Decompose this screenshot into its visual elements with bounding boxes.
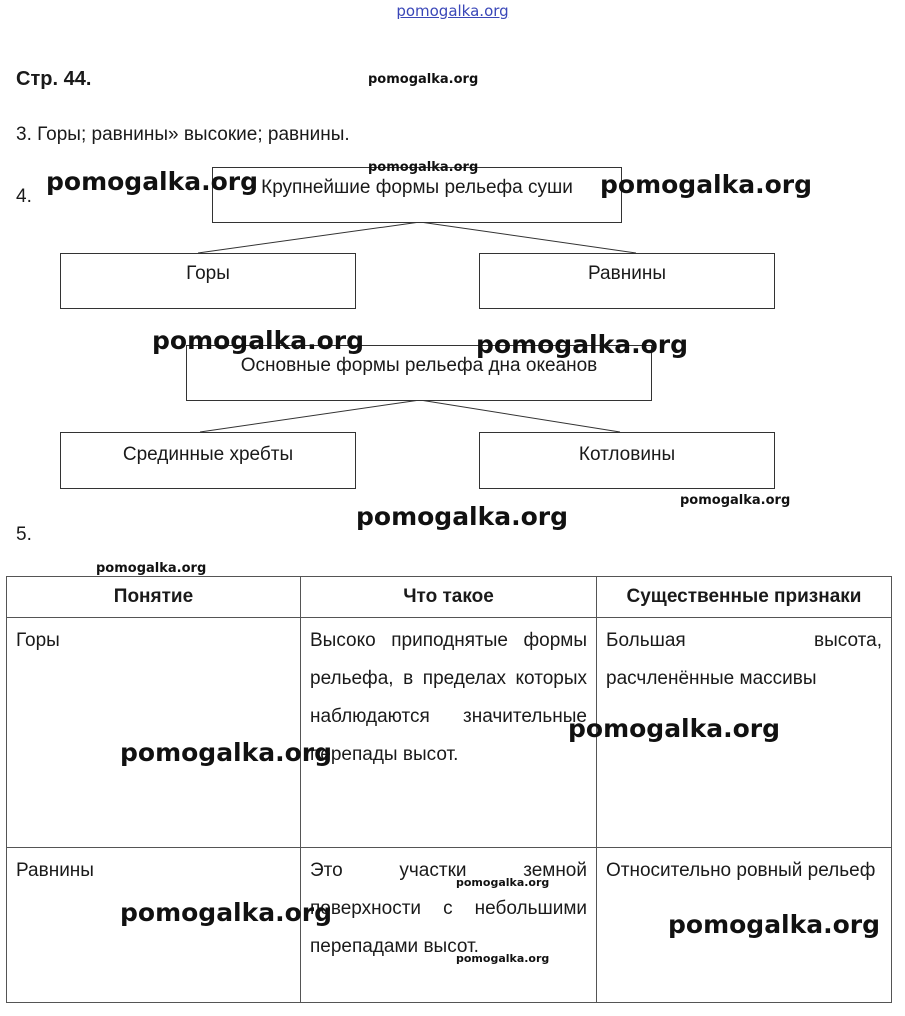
- diagram1-right-box: Равнины: [479, 253, 775, 309]
- table-cell-definition: Высоко приподнятые формы рельефа, в пред…: [300, 617, 597, 848]
- connector-line: [419, 399, 621, 433]
- page-label: Стр. 44.: [16, 68, 92, 90]
- diagram1-left-box: Горы: [60, 253, 356, 309]
- diagram2-left-box: Срединные хребты: [60, 432, 356, 489]
- watermark-text: pomogalka.org: [456, 952, 550, 965]
- table-header-features: Существенные признаки: [596, 576, 892, 618]
- table-header-concept: Понятие: [6, 576, 301, 618]
- watermark-text: pomogalka.org: [368, 72, 479, 87]
- table-cell-definition: Это участки земной поверхности с небольш…: [300, 847, 597, 1003]
- watermark-text: pomogalka.org: [476, 330, 689, 359]
- watermark-text: pomogalka.org: [456, 876, 550, 889]
- diagram2-right-box: Котловины: [479, 432, 775, 489]
- watermark-text: pomogalka.org: [600, 170, 813, 199]
- table-row: Горы Высоко приподнятые формы рельефа, в…: [6, 617, 892, 848]
- watermark-text: pomogalka.org: [46, 167, 259, 196]
- task4-number: 4.: [16, 186, 32, 207]
- watermark-text: pomogalka.org: [96, 561, 207, 576]
- table-header-row: Понятие Что такое Существенные признаки: [6, 576, 892, 618]
- task3-text: Горы; равнины» высокие; равнины.: [37, 124, 350, 145]
- task5-number: 5.: [16, 524, 32, 545]
- watermark-text: pomogalka.org: [368, 160, 479, 175]
- concepts-table: Понятие Что такое Существенные признаки …: [6, 576, 892, 1003]
- task3-number: 3.: [16, 124, 32, 145]
- watermark-text: pomogalka.org: [668, 910, 881, 939]
- watermark-text: pomogalka.org: [356, 502, 569, 531]
- watermark-text: pomogalka.org: [568, 714, 781, 743]
- table-cell-features: Относительно ровный рельеф: [596, 847, 892, 1003]
- watermark-text: pomogalka.org: [680, 493, 791, 508]
- watermark-text: pomogalka.org: [120, 738, 333, 767]
- connector-line: [419, 221, 637, 254]
- table-row: Равнины Это участки земной поверхности с…: [6, 847, 892, 1003]
- table-cell-concept: Равнины: [6, 847, 301, 1003]
- diagram1-root-box: Крупнейшие формы рельефа суши: [212, 167, 622, 223]
- connector-line: [197, 221, 421, 254]
- table-cell-concept: Горы: [6, 617, 301, 848]
- task3-answer: 3. Горы; равнины» высокие; равнины.: [16, 124, 350, 146]
- watermark-text: pomogalka.org: [120, 898, 333, 927]
- table-header-definition: Что такое: [300, 576, 597, 618]
- site-link[interactable]: pomogalka.org: [396, 2, 509, 20]
- diagram2-root-box: Основные формы рельефа дна океанов: [186, 345, 652, 401]
- connector-line: [199, 399, 421, 433]
- table-cell-features: Большая высота, расчленённые массивы: [596, 617, 892, 848]
- watermark-text: pomogalka.org: [152, 326, 365, 355]
